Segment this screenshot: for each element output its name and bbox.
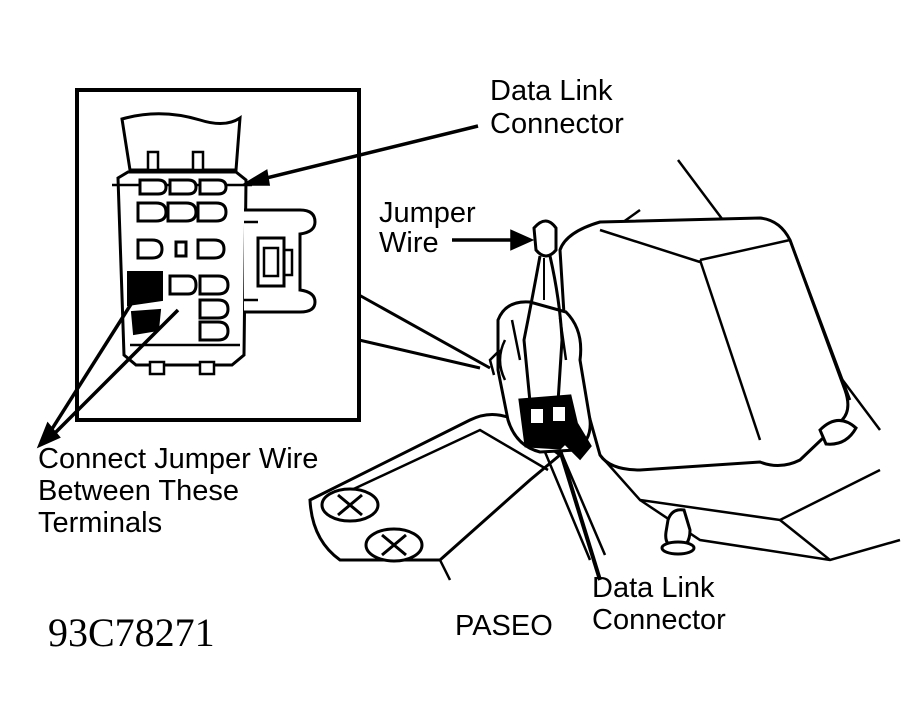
battery-cover bbox=[308, 413, 563, 562]
label-jumper-line2: Wire bbox=[379, 227, 439, 259]
label-jumper-line1: Jumper bbox=[379, 197, 476, 229]
label-model: PASEO bbox=[455, 610, 553, 642]
inset-frame bbox=[75, 88, 361, 422]
jumper-wire-plug bbox=[532, 219, 558, 258]
label-connect-line2: Between These bbox=[38, 475, 239, 507]
connector-hood bbox=[120, 112, 242, 172]
label-dlc-bottom-line1: Data Link bbox=[592, 572, 715, 604]
leader-terminal-2 bbox=[46, 308, 180, 442]
label-connect-line1: Connect Jumper Wire bbox=[38, 443, 318, 475]
projection-line-bottom bbox=[358, 338, 481, 370]
terminal-row-4 bbox=[168, 274, 230, 342]
projection-line-top bbox=[358, 293, 491, 370]
engine-bay-sketch bbox=[308, 159, 901, 581]
leader-dlc-bottom bbox=[558, 449, 602, 581]
vehicle-data-link-connector bbox=[488, 219, 592, 461]
label-dlc-top-line1: Data Link bbox=[490, 75, 613, 107]
label-connect-line3: Terminals bbox=[38, 507, 162, 539]
label-dlc-bottom-line2: Connector bbox=[592, 604, 726, 636]
label-dlc-top-line2: Connector bbox=[490, 108, 624, 140]
terminal-row-2 bbox=[136, 201, 228, 223]
figure-code: 93C78271 bbox=[48, 610, 215, 655]
terminal-row-1 bbox=[138, 178, 228, 196]
jumper-wire-strand-2 bbox=[548, 255, 564, 403]
relay-box bbox=[558, 216, 850, 472]
connector-inset bbox=[75, 88, 361, 422]
jumper-wire-strand-1 bbox=[522, 255, 542, 403]
leader-dlc-top bbox=[249, 124, 479, 184]
terminal-row-3 bbox=[136, 238, 226, 260]
leader-terminal-1 bbox=[43, 289, 142, 441]
leader-lines bbox=[36, 124, 602, 581]
